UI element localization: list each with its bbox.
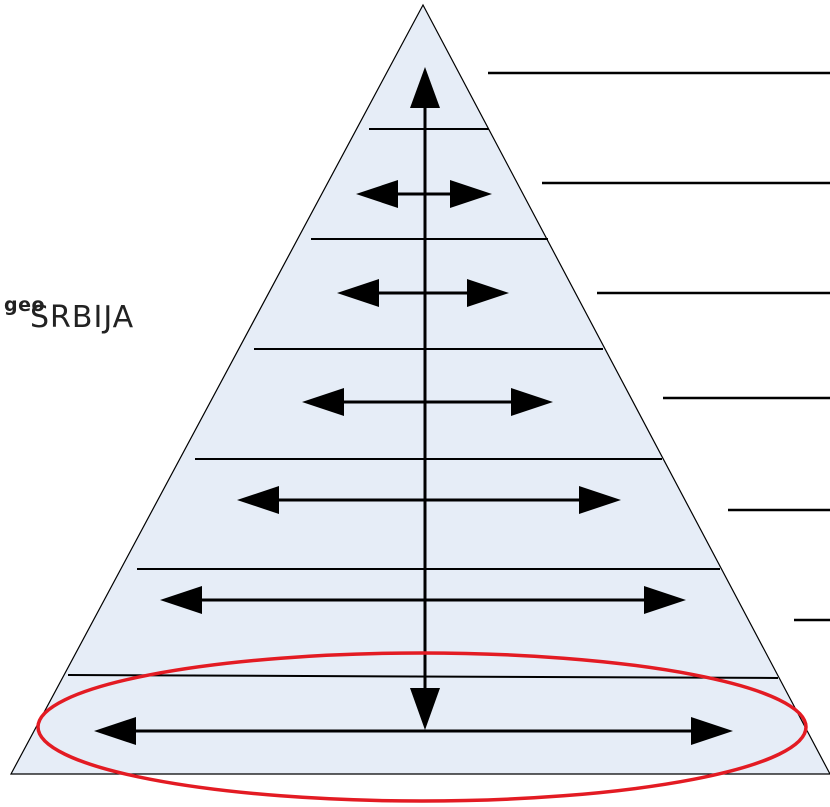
pyramid-triangle [9, 3, 830, 775]
horizontal-arrow-level-6 [160, 586, 686, 614]
horizontal-arrow-level-7 [94, 717, 733, 745]
horizontal-arrow-level-4 [302, 388, 553, 416]
logo-srbija-text: SRBIJA [30, 300, 135, 335]
logo-geo-text: geo [4, 294, 46, 316]
geosrbija-logo: geo SRBIJA [0, 296, 134, 333]
level-divider-6 [67, 674, 779, 679]
horizontal-arrow-level-5 [237, 486, 621, 514]
bottom-level-highlight-ellipse [36, 651, 808, 803]
vertical-arrow-head-top [410, 67, 440, 108]
vertical-arrow-head-bottom [410, 688, 440, 730]
horizontal-arrow-level-3 [337, 279, 509, 307]
horizontal-arrow-level-2 [356, 180, 492, 208]
